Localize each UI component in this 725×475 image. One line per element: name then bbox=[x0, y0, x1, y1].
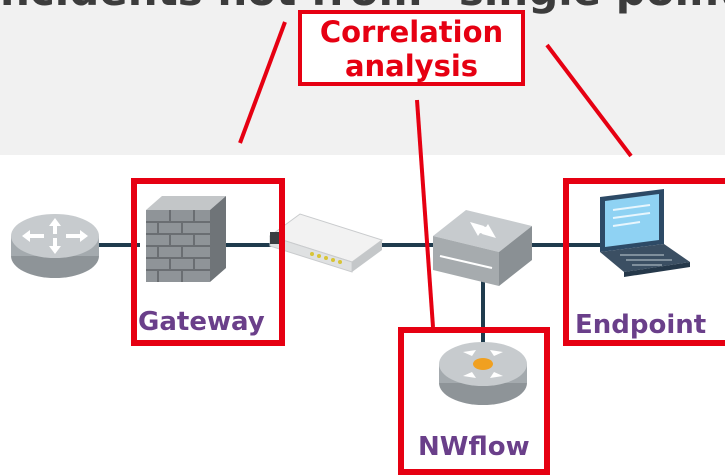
endpoint-label: Endpoint bbox=[575, 310, 707, 340]
callout-line-2: analysis bbox=[344, 49, 479, 83]
correlation-analysis-callout: Correlation analysis bbox=[298, 10, 525, 86]
flow-router-icon bbox=[439, 342, 527, 405]
firewall-icon bbox=[146, 196, 226, 282]
switch-icon bbox=[433, 210, 532, 286]
modem-icon bbox=[268, 213, 384, 273]
pointer-to-gateway bbox=[238, 21, 287, 144]
gateway-highlight-box bbox=[131, 178, 285, 346]
router-icon bbox=[11, 214, 99, 278]
pointer-to-nwflow bbox=[415, 99, 435, 328]
nwflow-label: NWflow bbox=[418, 432, 530, 462]
endpoint-highlight-box bbox=[563, 178, 725, 346]
laptop-icon bbox=[600, 189, 690, 277]
nwflow-highlight-box bbox=[398, 327, 550, 475]
pointer-to-endpoint bbox=[545, 43, 633, 158]
callout-line-1: Correlation bbox=[319, 15, 504, 49]
gateway-label: Gateway bbox=[138, 307, 265, 337]
slide-title: ncidents not from "single point" bbox=[0, 0, 725, 15]
